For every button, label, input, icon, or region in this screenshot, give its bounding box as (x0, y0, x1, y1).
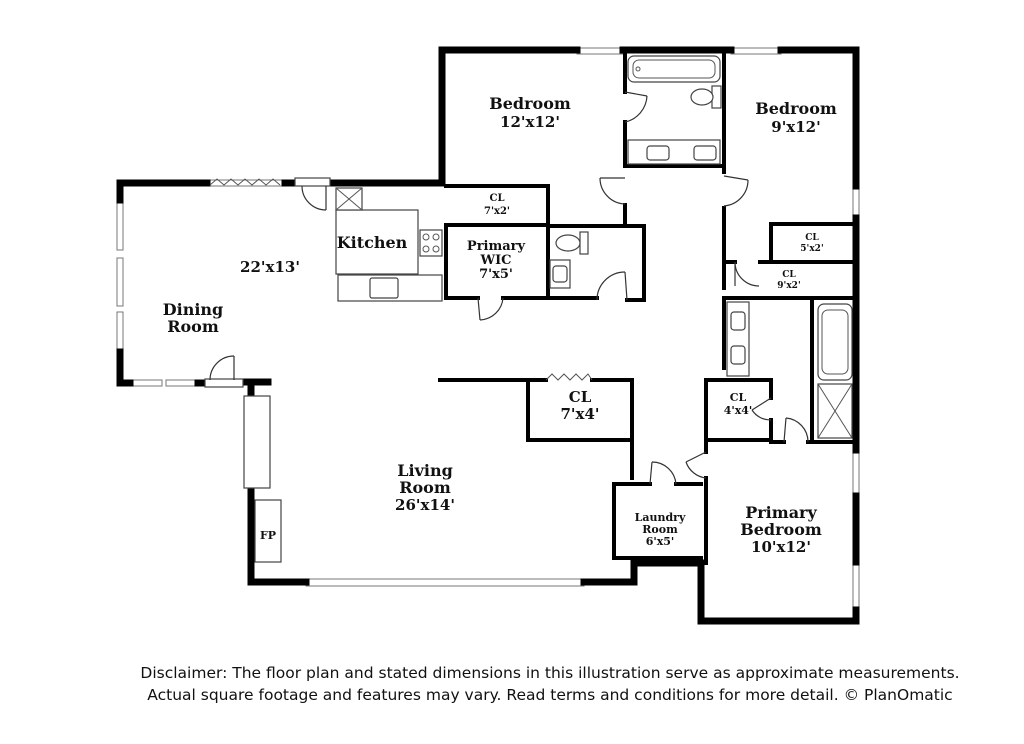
window (129, 379, 163, 387)
wic-name: WIC (479, 253, 511, 268)
window (852, 561, 860, 611)
living-name: Room (399, 478, 451, 497)
dining-dims: 22'x13' (240, 258, 300, 276)
wall (444, 184, 550, 227)
wall (546, 224, 646, 302)
sink-icon (646, 145, 670, 161)
disclaimer: Disclaimer: The floor plan and stated di… (0, 662, 1024, 706)
sink-icon (693, 145, 717, 161)
disclaimer-line: Disclaimer: The floor plan and stated di… (140, 664, 960, 682)
interior-walls (438, 48, 858, 565)
stove-icon (419, 229, 443, 257)
closet-dims: 7'x2' (484, 206, 510, 217)
door (649, 461, 653, 485)
bathtub-icon (627, 55, 721, 83)
window (305, 578, 585, 587)
closet-name: CL (782, 270, 796, 280)
fireplace-hearth (243, 395, 271, 489)
closet-dims: 9'x2' (777, 281, 800, 291)
primary-bedroom-name: Primary (745, 503, 817, 522)
kitchen-counter (335, 209, 419, 275)
laundry-dims: 6'x5' (646, 535, 675, 548)
closet-name: CL (805, 233, 819, 243)
door (685, 451, 707, 463)
window (852, 449, 860, 497)
bifold-door (209, 178, 281, 186)
window (576, 47, 624, 55)
living-name: Living (397, 461, 453, 480)
dining-name: Dining (163, 300, 223, 319)
sink-icon (730, 345, 746, 365)
window (165, 379, 199, 387)
fireplace-icon (254, 499, 282, 563)
closet-dims: 4'x4' (724, 404, 753, 417)
wall (777, 46, 860, 190)
laundry-name: Laundry (635, 511, 686, 524)
wall (590, 378, 634, 480)
door (783, 417, 787, 443)
wall (438, 46, 581, 187)
bathtub-icon (817, 303, 853, 381)
room-labels: Bedroom 12'x12' Bedroom 9'x12' CL 7'x2' … (163, 94, 837, 556)
wall (444, 223, 480, 300)
fireplace-label: FP (260, 529, 276, 542)
bedroom-dims: 9'x12' (771, 118, 820, 136)
door (294, 177, 331, 187)
primary-bedroom-name: Bedroom (740, 520, 822, 539)
door (751, 397, 772, 411)
wall (546, 223, 599, 300)
closet-name: CL (569, 388, 592, 406)
door (204, 378, 244, 388)
door (734, 261, 760, 287)
wic-name: Primary (467, 239, 526, 254)
wall (580, 559, 860, 625)
window (730, 47, 782, 55)
sink-icon (552, 265, 568, 283)
wall (612, 482, 703, 560)
kitchen-sink-icon (369, 277, 399, 299)
toilet-icon (690, 85, 722, 109)
window (116, 311, 124, 353)
wall (116, 179, 211, 204)
wall (526, 378, 634, 442)
living-dims: 26'x14' (395, 496, 455, 514)
dining-name: Room (167, 317, 219, 336)
wall (116, 348, 134, 387)
exterior-walls (116, 46, 860, 625)
primary-bedroom-dims: 10'x12' (751, 538, 811, 556)
closet-name: CL (490, 193, 505, 204)
wic-dims: 7'x5' (479, 267, 513, 282)
wall (769, 222, 858, 264)
door (723, 175, 749, 181)
closet-dims: 7'x4' (560, 405, 599, 423)
bedroom-name: Bedroom (755, 99, 837, 118)
closet-dims: 5'x2' (800, 244, 823, 254)
wall (704, 378, 773, 400)
floor-plan: Bedroom 12'x12' Bedroom 9'x12' CL 7'x2' … (116, 46, 860, 625)
bedroom-name: Bedroom (489, 94, 571, 113)
door (624, 91, 648, 97)
fixtures (243, 55, 853, 563)
wall (623, 120, 726, 168)
sink-icon (730, 311, 746, 331)
door (477, 297, 481, 321)
closet-name: CL (730, 391, 747, 404)
doors (204, 91, 809, 485)
disclaimer-line: Actual square footage and features may v… (147, 686, 953, 704)
window (116, 257, 124, 307)
window (852, 185, 860, 219)
kitchen-name: Kitchen (337, 233, 408, 252)
window (116, 199, 124, 251)
toilet-icon (555, 231, 589, 255)
bedroom-dims: 12'x12' (500, 113, 560, 131)
wall (704, 378, 773, 442)
door (624, 271, 628, 301)
bifold-door (545, 373, 593, 381)
laundry-name: Room (642, 523, 678, 536)
